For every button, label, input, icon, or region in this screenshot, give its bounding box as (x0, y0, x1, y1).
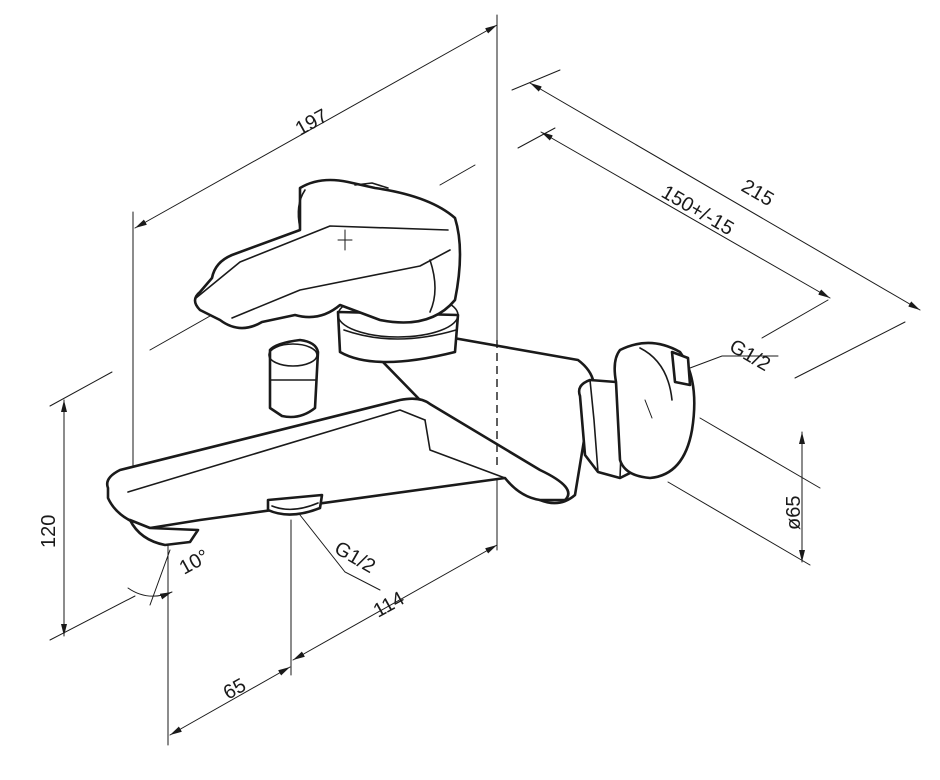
dim-line-150 (540, 131, 831, 299)
nut-edge-1 (589, 379, 599, 473)
dim-line-197 (134, 24, 498, 229)
flange-inner-arc (639, 347, 673, 401)
outlet-thread-ring (271, 502, 319, 511)
spout-top-edge (127, 409, 426, 493)
lever-handle (193, 178, 462, 330)
cartridge-band (343, 329, 457, 340)
label-114: 114 (370, 588, 409, 623)
label-120: 120 (38, 515, 60, 548)
lever-back-ring (354, 182, 389, 189)
axis-cross-flange (644, 399, 653, 419)
label-65: 65 (220, 674, 250, 704)
dim-line-114 (292, 544, 498, 661)
center-lines (337, 229, 653, 470)
faucet (105, 178, 696, 547)
extension-65-bottom (667, 481, 811, 566)
extension-150-top (517, 127, 556, 149)
extension-215-top (511, 69, 561, 91)
diverter-knob (268, 338, 320, 419)
lever-top-edge (195, 225, 449, 299)
extension-diagonal-2 (439, 164, 476, 186)
extension-120-bottom (49, 595, 136, 641)
label-thread-outlet: G1/2 (331, 537, 380, 578)
label-150: 150+/-15 (658, 181, 738, 240)
outlet-thread (266, 493, 324, 516)
lever-back-curve (297, 189, 306, 229)
leader-thread-wall (689, 355, 779, 369)
label-10-degree: 10° (176, 545, 213, 579)
lever-bottom-edge (231, 249, 451, 319)
extension-215-bottom (794, 321, 906, 379)
spout-crease (424, 419, 506, 479)
label-215: 215 (738, 175, 778, 211)
angle-leg (149, 549, 171, 606)
extension-120-top (49, 371, 113, 407)
angle-arc (127, 587, 173, 600)
extension-150-bottom (761, 299, 829, 339)
dim-line-65 (169, 666, 291, 736)
dim-line-215 (529, 82, 921, 311)
wall-thread (670, 350, 692, 387)
label-flange-diameter: ø65 (783, 496, 805, 530)
diverter-knob-top (268, 343, 318, 367)
label-thread-wall: G1/2 (726, 335, 775, 376)
spout-tip (128, 518, 200, 547)
lever-cap-edge (429, 259, 436, 313)
label-197: 197 (292, 105, 332, 140)
